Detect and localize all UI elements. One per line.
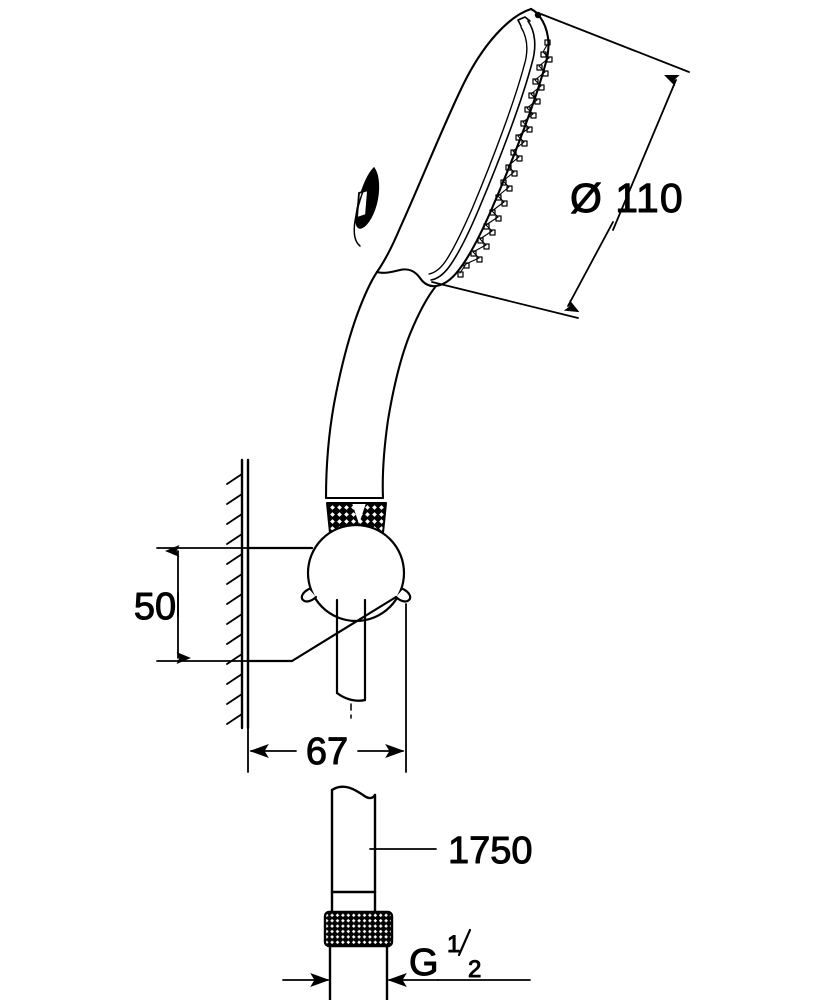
shower-head [375,7,550,288]
hose-outlet [328,944,389,1000]
handle [324,270,438,500]
dimension-label-projection-67: 67 [306,731,348,773]
dimension-label-height-50: 50 [134,586,176,628]
dimension-diameter-110 [431,13,690,319]
svg-text:G: G [409,942,439,984]
shower-hose-upper [335,598,367,719]
shower-hose-lower [330,785,377,914]
wall-hatching [226,458,250,730]
spray-nozzles [457,39,553,278]
dimension-height-50 [156,544,253,665]
dimension-label-thread-g-half: G 1 2 [409,928,482,985]
dimension-projection-67 [247,603,407,773]
wall-holder [300,523,412,623]
hose-break [330,785,377,800]
svg-text:1: 1 [447,931,460,958]
dimension-label-hose-length-1750: 1750 [448,830,533,872]
hose-nut [323,910,394,948]
mode-button[interactable] [353,167,380,247]
svg-text:2: 2 [468,956,481,983]
dimension-label-diameter-110: Ø 110 [570,175,684,221]
